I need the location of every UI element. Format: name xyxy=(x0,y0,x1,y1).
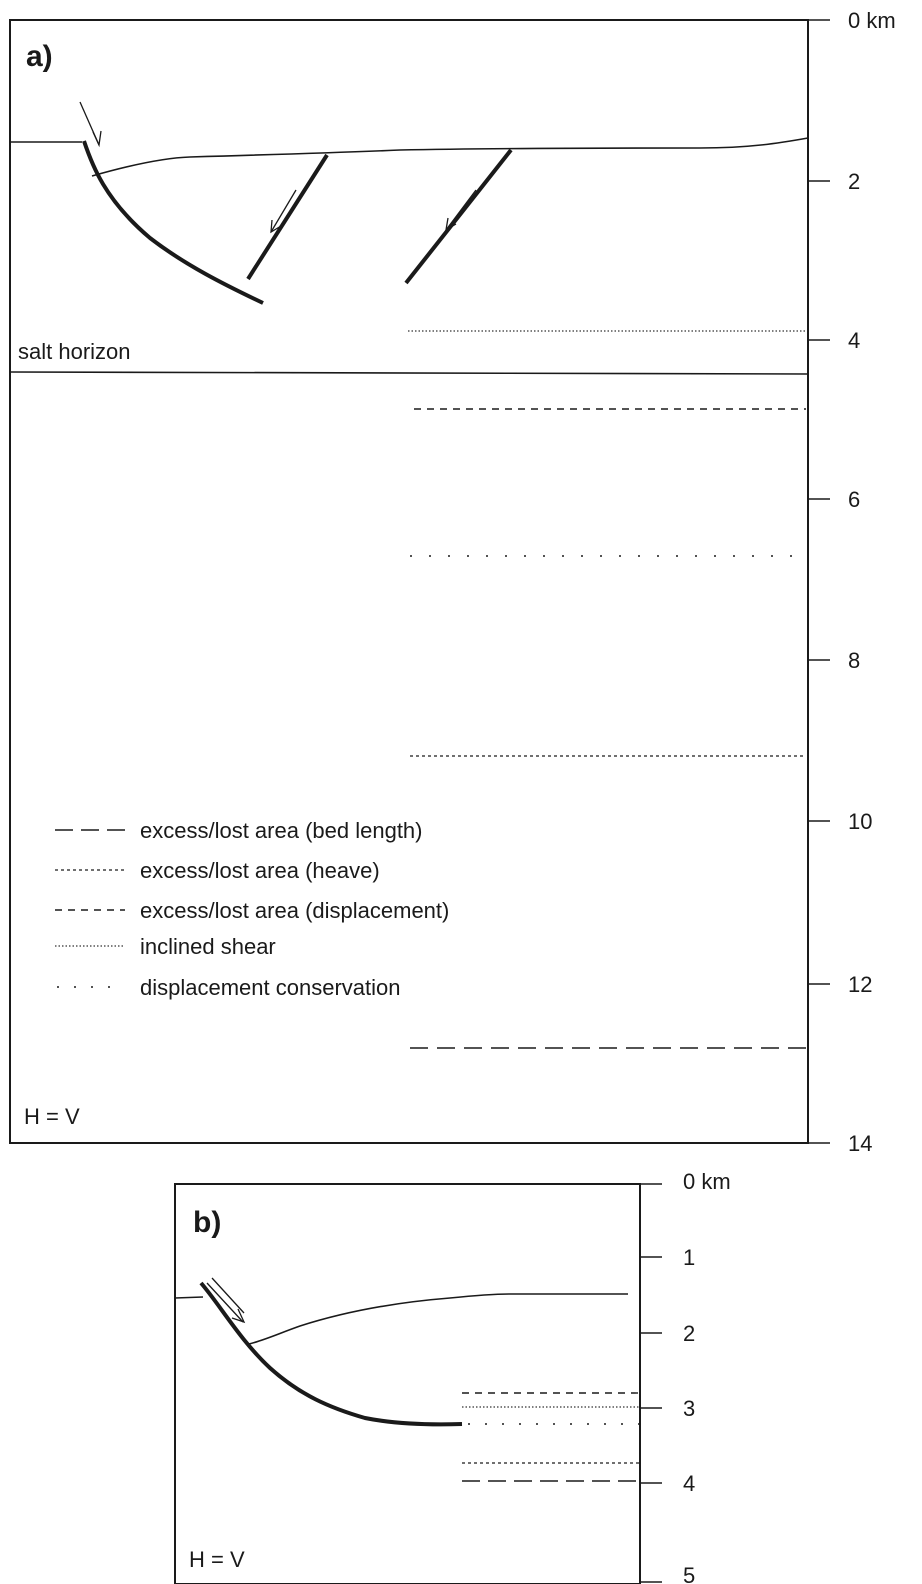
panel-b-frame xyxy=(174,1183,641,1584)
depth-label: 6 xyxy=(848,487,860,512)
depth-label: 4 xyxy=(683,1471,695,1496)
depth-label: 2 xyxy=(848,169,860,194)
depth-label: 10 xyxy=(848,809,872,834)
depth-label: 3 xyxy=(683,1396,695,1421)
panel-a: a) 0 km 2 4 6 8 10 12 14 xyxy=(9,8,896,1156)
slip-arrow-icon xyxy=(206,1277,246,1324)
panel-a-salt-horizon-line xyxy=(9,371,809,375)
panel-a-planar-fault-2 xyxy=(404,148,513,285)
panel-a-depth-scale: 0 km 2 4 6 8 10 12 14 xyxy=(808,8,896,1156)
salt-horizon-label: salt horizon xyxy=(18,339,131,364)
depth-label: 0 km xyxy=(683,1169,731,1194)
panel-b-label: b) xyxy=(193,1206,221,1239)
depth-label: 8 xyxy=(848,648,860,673)
depth-label: 12 xyxy=(848,972,872,997)
scale-note: H = V xyxy=(189,1547,245,1572)
panel-a-label: a) xyxy=(26,40,53,73)
panel-a-frame xyxy=(9,19,809,1144)
panel-b-surface xyxy=(174,1293,628,1345)
legend: excess/lost area (bed length) excess/los… xyxy=(55,818,449,1000)
slip-arrow-icon xyxy=(79,101,102,148)
legend-label: inclined shear xyxy=(140,934,276,959)
slip-arrow-icon xyxy=(270,189,297,234)
depth-label: 4 xyxy=(848,328,860,353)
panel-b-depth-scale: 0 km 1 2 3 4 5 xyxy=(640,1169,731,1584)
panel-a-listric-fault xyxy=(82,140,264,305)
legend-label: displacement conservation xyxy=(140,975,400,1000)
slip-arrow-icon xyxy=(445,189,477,232)
legend-label: excess/lost area (bed length) xyxy=(140,818,423,843)
panel-b-listric-fault xyxy=(199,1281,463,1427)
legend-label: excess/lost area (displacement) xyxy=(140,898,449,923)
depth-label: 14 xyxy=(848,1131,872,1156)
depth-label: 2 xyxy=(683,1321,695,1346)
depth-label: 5 xyxy=(683,1563,695,1584)
panel-b: b) 0 km 1 2 3 4 5 xyxy=(174,1169,731,1584)
panel-a-planar-fault-1 xyxy=(246,153,329,281)
scale-note: H = V xyxy=(24,1104,80,1129)
depth-label: 1 xyxy=(683,1245,695,1270)
depth-label: 0 km xyxy=(848,8,896,33)
legend-label: excess/lost area (heave) xyxy=(140,858,380,883)
panel-a-surface xyxy=(10,137,809,177)
